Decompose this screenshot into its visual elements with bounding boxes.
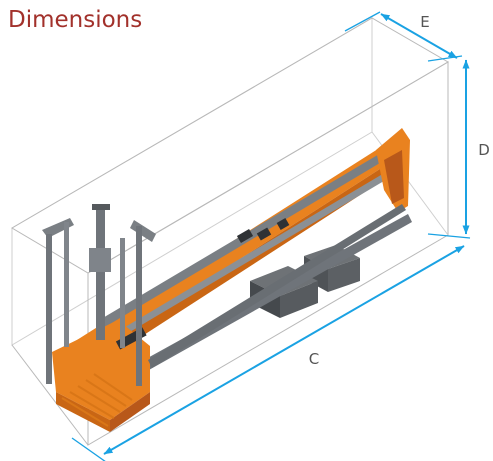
dimension-c-line <box>103 245 465 455</box>
dimension-e-line <box>380 13 458 59</box>
page-title: Dimensions <box>8 7 143 33</box>
dimension-label-c: C <box>309 350 319 368</box>
dimension-label-d: D <box>478 141 490 159</box>
dimension-label-e: E <box>420 13 429 31</box>
dimension-lines <box>71 11 471 461</box>
